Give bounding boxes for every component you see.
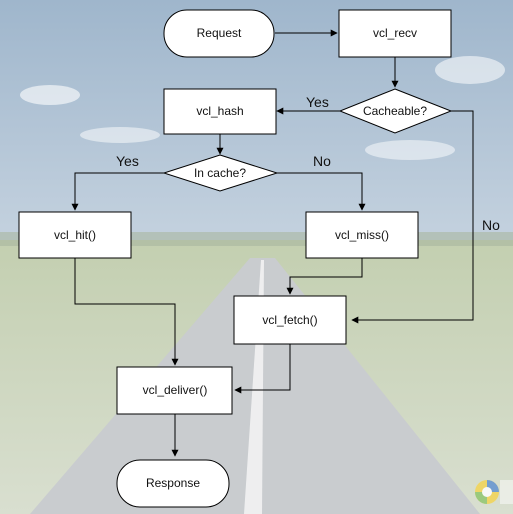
edge-incache-yes-to-hit [71, 172, 164, 211]
edge-cacheable-no-to-fetch [351, 110, 474, 324]
node-request-label: Request [197, 26, 242, 40]
node-in-cache-label: In cache? [194, 166, 246, 180]
node-vcl-deliver-label: vcl_deliver() [143, 383, 208, 397]
node-response-label: Response [146, 476, 200, 490]
edge-incache-no-to-miss [277, 172, 366, 211]
edges [71, 29, 474, 457]
node-vcl-miss: vcl_miss() [305, 211, 419, 259]
node-request: Request [163, 9, 275, 58]
node-vcl-hit: vcl_hit() [18, 211, 132, 259]
node-vcl-recv-label: vcl_recv [373, 26, 417, 40]
node-vcl-hash-label: vcl_hash [196, 104, 243, 118]
edge-label-cacheable-yes: Yes [306, 94, 329, 110]
node-response: Response [116, 459, 230, 508]
edge-label-cacheable-no: No [482, 217, 500, 233]
node-cacheable-decision: Cacheable? [338, 88, 453, 134]
logo-icon [475, 480, 513, 504]
edge-miss-to-fetch [286, 258, 363, 295]
edge-fetch-to-deliver [234, 344, 291, 394]
edge-hit-to-deliver [74, 258, 179, 366]
node-vcl-hit-label: vcl_hit() [54, 228, 96, 242]
node-in-cache-decision: In cache? [162, 154, 279, 192]
node-vcl-deliver: vcl_deliver() [116, 366, 233, 415]
edge-label-in-cache-no: No [313, 153, 331, 169]
node-cacheable-label: Cacheable? [363, 104, 427, 118]
node-vcl-fetch-label: vcl_fetch() [262, 313, 317, 327]
node-vcl-miss-label: vcl_miss() [335, 228, 389, 242]
node-vcl-recv: vcl_recv [338, 9, 452, 58]
node-vcl-fetch: vcl_fetch() [233, 295, 347, 345]
node-vcl-hash: vcl_hash [163, 88, 277, 135]
edge-label-in-cache-yes: Yes [116, 153, 139, 169]
